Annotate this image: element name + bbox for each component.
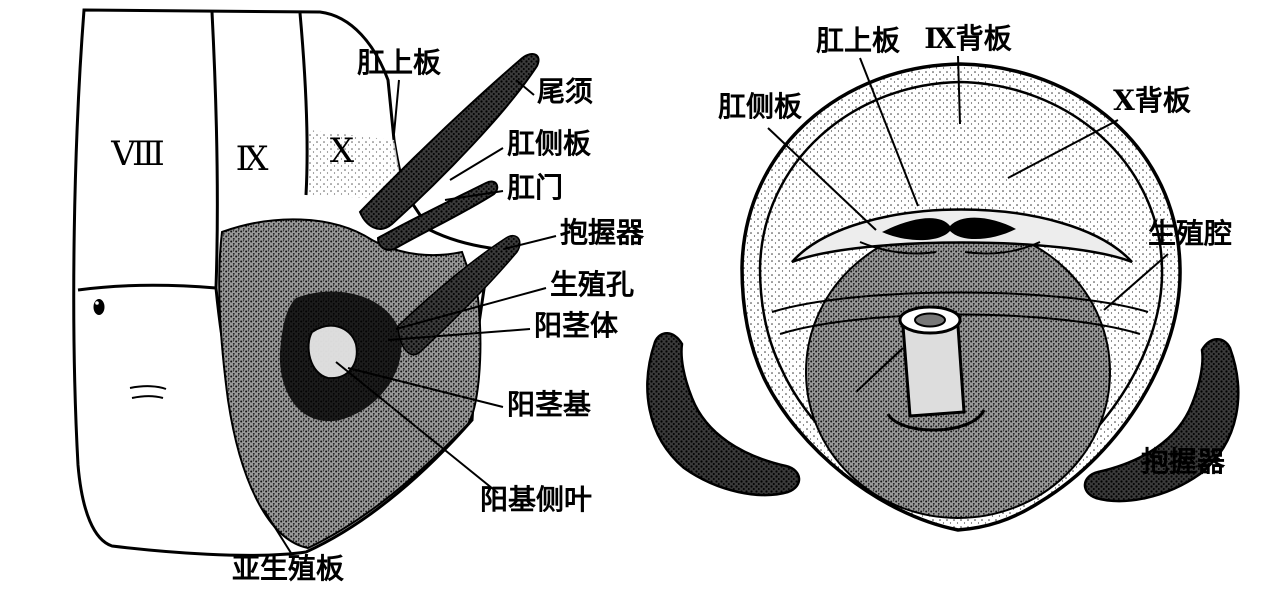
aedeagus-body-label-leader-line <box>387 328 531 341</box>
spiracle-highlight <box>95 301 99 305</box>
clasper-shape-posterior-left <box>646 332 801 497</box>
epiproct-label-right-leader-line <box>859 57 919 207</box>
segment-viii-label: Ⅷ <box>110 136 165 173</box>
paraproct-label-left: 肛侧板 <box>507 128 591 160</box>
phallobase-label-leader-line <box>347 367 504 408</box>
tergum-x-label-leader-line <box>1007 119 1119 179</box>
segment-viii-horizontal-line <box>77 283 217 292</box>
segment-boundary-ix-x <box>298 12 309 196</box>
tergum-x-label: Ⅹ背板 <box>1113 85 1191 117</box>
epiproct-label-right: 肛上板 <box>816 25 900 57</box>
genital-chamber-label-leader-line <box>1103 253 1169 311</box>
tergum-ix-label-leader-line <box>957 55 961 125</box>
posterior-view-drawing <box>646 62 1240 532</box>
clasper-shape-left <box>397 234 521 356</box>
phallobase-label: 阳茎基 <box>507 389 591 421</box>
genital-pore-label: 生殖孔 <box>550 269 634 301</box>
segment-boundary-viii-ix <box>210 11 219 289</box>
aedeagus-body-label: 阳茎体 <box>534 310 619 342</box>
cercus-label: 尾须 <box>537 76 593 108</box>
cercus-shape <box>358 53 540 230</box>
epiproct-label-left-leader-line <box>393 79 400 135</box>
tergum-ix-label: Ⅸ背板 <box>924 23 1012 55</box>
paraproct-label-left-leader-line <box>449 147 504 181</box>
aedeagus-tube-body <box>901 324 966 418</box>
clasper-shape-posterior-right <box>1083 338 1240 503</box>
phallobase-shape <box>307 324 358 380</box>
paramere-label-leader-line <box>335 361 499 494</box>
sternite-wrinkle-marks <box>129 385 167 399</box>
clasper-label-left: 抱握器 <box>560 216 645 249</box>
segment-x-stipple <box>306 130 404 200</box>
anal-bowtie-mark <box>882 217 1016 241</box>
segment-ix-label: Ⅸ <box>236 141 269 178</box>
aedeagus-base-skirt <box>886 409 986 432</box>
spiracle <box>93 299 105 315</box>
paraproct-shape-left <box>376 180 499 251</box>
dome-inner-rim <box>758 80 1164 512</box>
clasper-label-left-leader-line <box>503 235 557 250</box>
anus-label: 肛门 <box>507 172 563 204</box>
subgenital-plate-label: 亚生殖板 <box>232 553 344 585</box>
cercus-label-leader-line <box>515 79 535 96</box>
bowtie-wing-lines <box>859 241 1041 255</box>
paraproct-label-right: 肛侧板 <box>718 91 802 123</box>
transverse-band-upper <box>771 291 1149 313</box>
genital-pore-label-leader-line <box>395 287 547 330</box>
chamber-structure-line <box>855 347 904 393</box>
clasper-label-right: 抱握器 <box>1141 445 1226 478</box>
genital-chamber-label: 生殖腔 <box>1148 218 1232 250</box>
aedeagus-opening-inner <box>914 312 946 328</box>
lateral-view-drawing <box>72 8 540 557</box>
anus-label-leader-line <box>444 190 504 201</box>
paraproct-label-right-leader-line <box>767 127 877 231</box>
paramere-label: 阳基侧叶 <box>480 484 592 516</box>
subgenital-plate-label-leader-line <box>263 509 292 554</box>
segment-x-label: Ⅹ <box>330 133 355 170</box>
epiproct-label-left: 肛上板 <box>357 47 441 79</box>
